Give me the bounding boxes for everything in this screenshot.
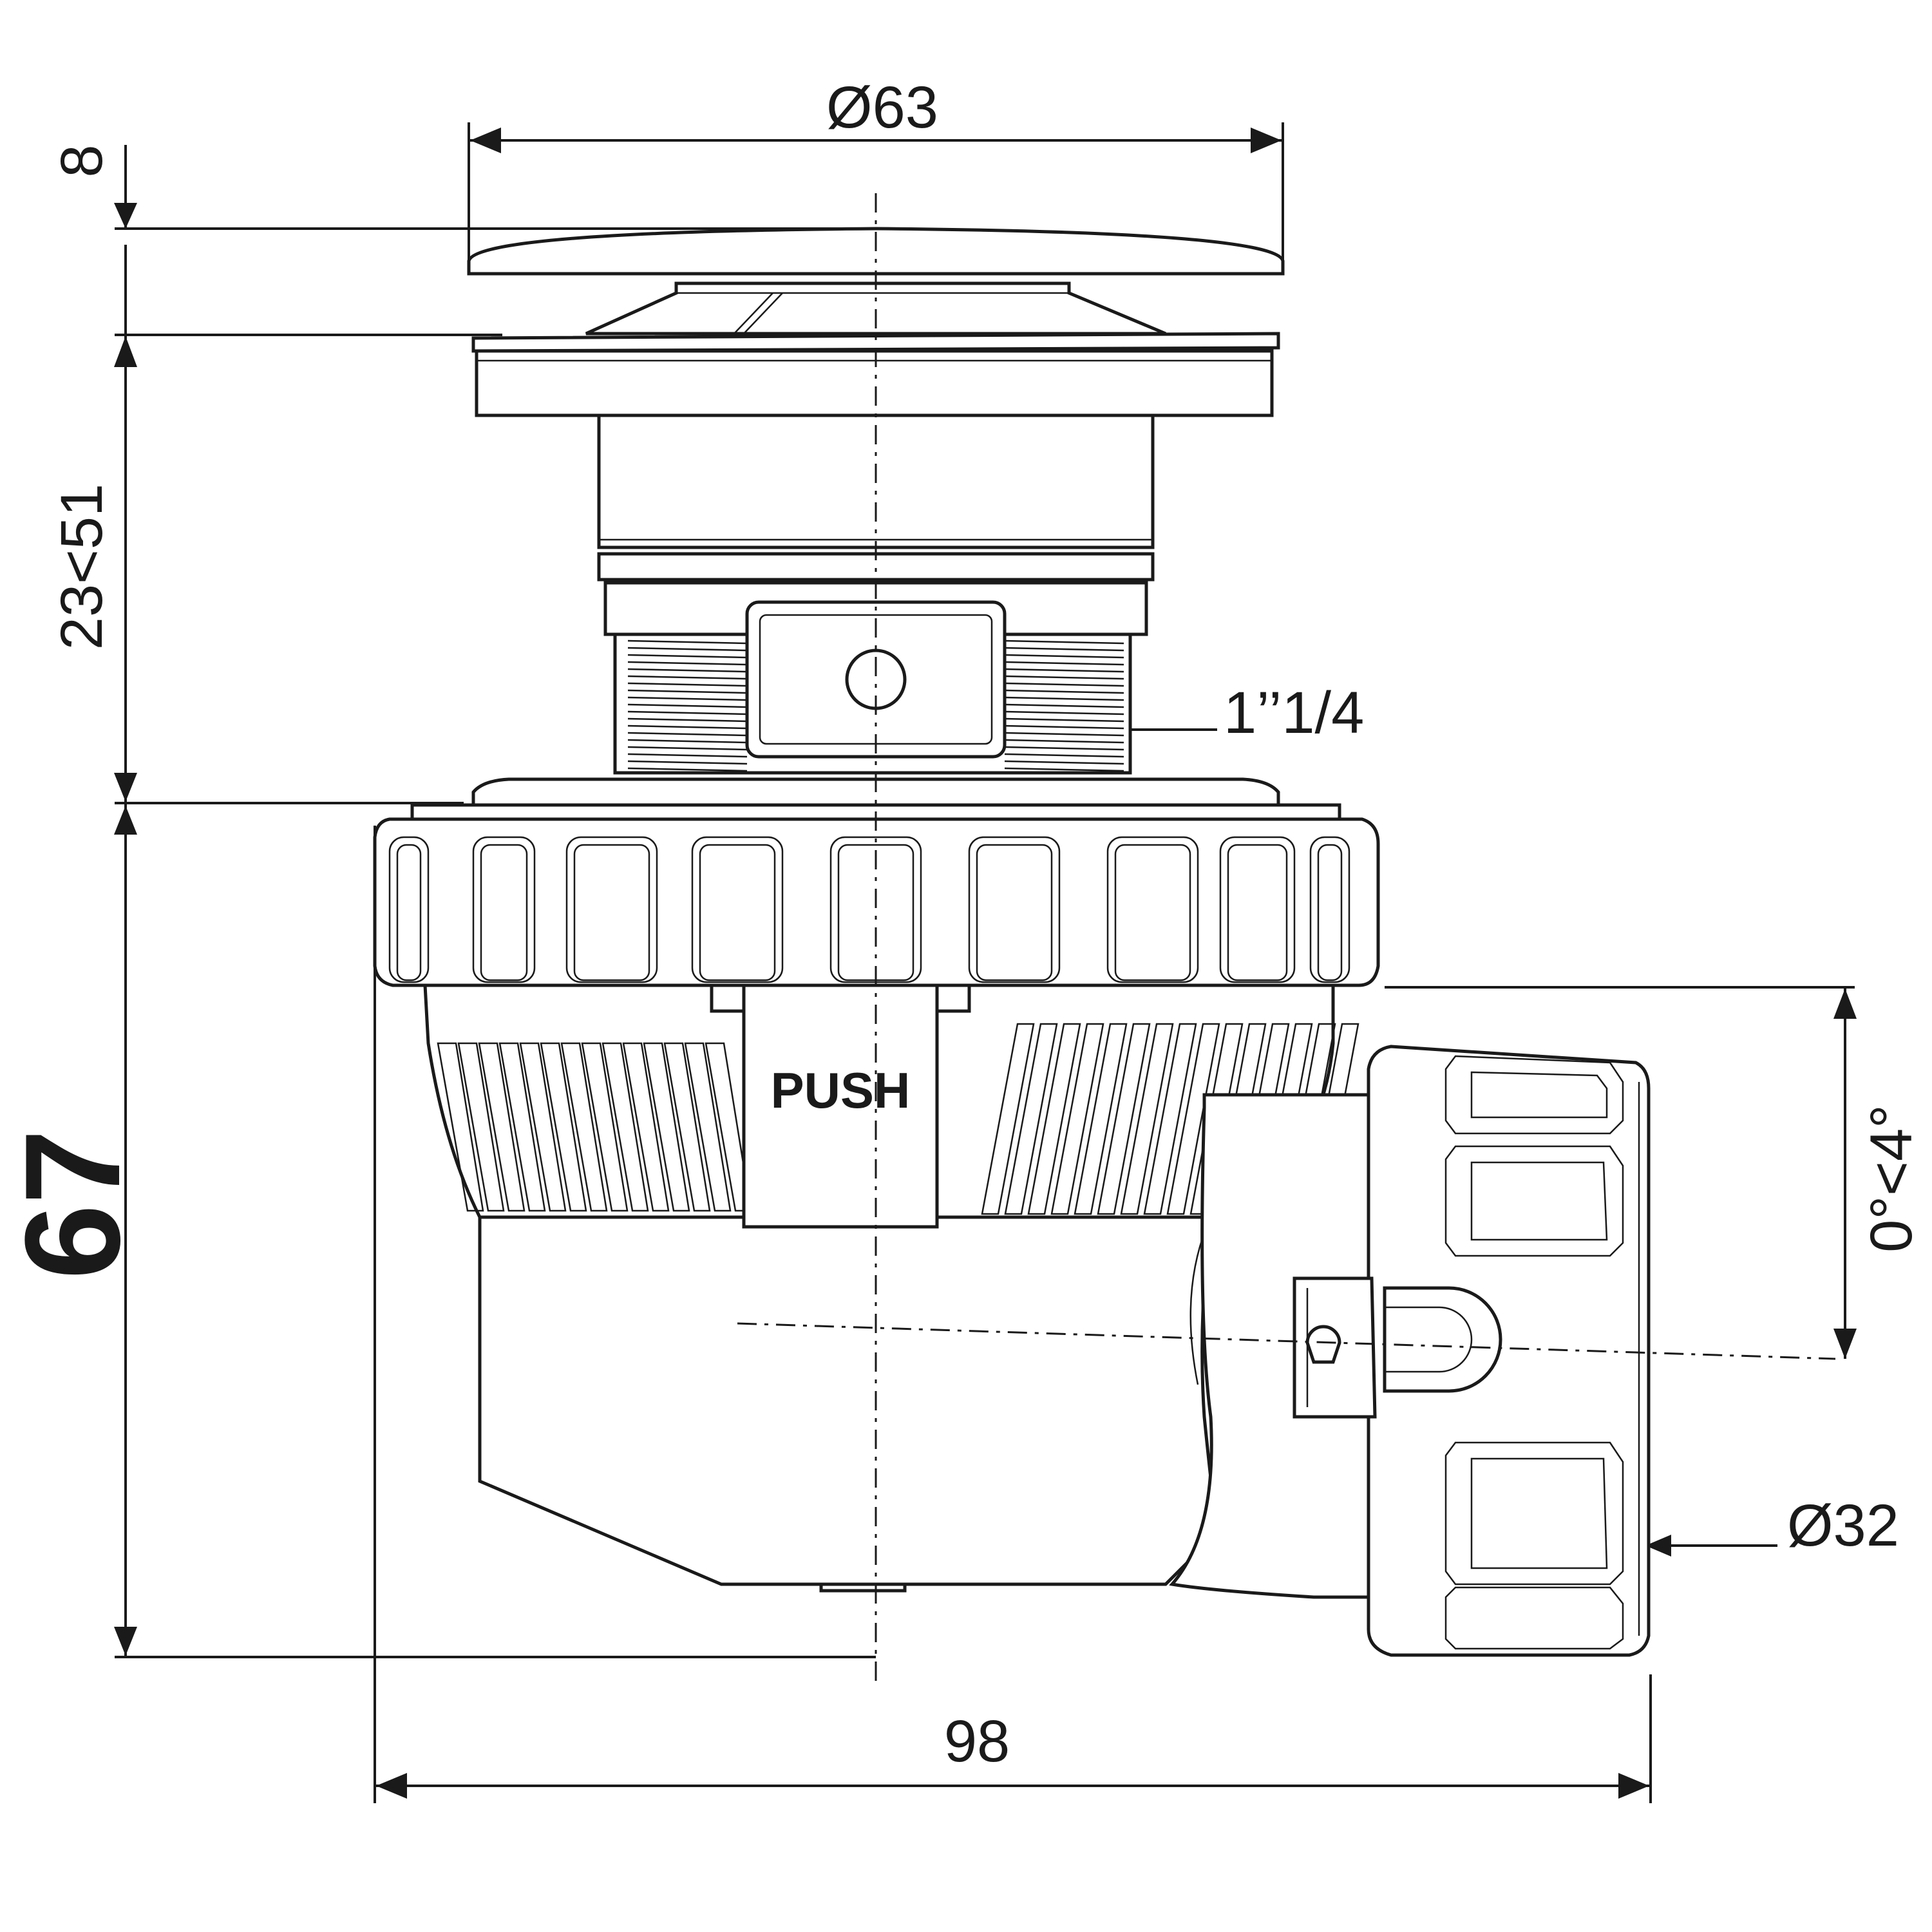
thread-line	[627, 739, 748, 744]
thread-size-label: 1’’1/4	[1224, 680, 1364, 746]
nut-rib-inner	[1114, 844, 1191, 981]
nut-rib	[1309, 836, 1350, 983]
thread-line	[1004, 654, 1124, 659]
nut-rib-inner	[1317, 844, 1343, 981]
cap-diameter-label: Ø63	[826, 75, 938, 140]
thread-line	[1004, 647, 1124, 652]
thread-line	[627, 724, 748, 730]
nut-rib-inner	[699, 844, 776, 981]
cone-rib	[478, 1042, 526, 1212]
thread-line	[627, 696, 748, 701]
cone-rib	[1120, 1023, 1174, 1215]
nut-rib	[472, 836, 536, 983]
cone-rib	[498, 1042, 546, 1212]
thread-line	[1004, 696, 1124, 701]
cone-rib	[684, 1042, 732, 1212]
adjust-range-label: 23<51	[49, 484, 115, 650]
thread-line	[1004, 710, 1124, 715]
drain-body	[373, 227, 1651, 1657]
cone-rib	[981, 1023, 1035, 1215]
cone-rib	[581, 1042, 629, 1212]
thread-line	[627, 639, 748, 645]
dimension-lines	[114, 122, 1857, 1803]
thread-line	[627, 732, 748, 737]
nut-rib-inner	[1227, 844, 1288, 981]
thread-line	[1004, 732, 1124, 737]
thread-line	[627, 760, 748, 765]
nut-rib-inner	[396, 844, 422, 981]
thread-line	[627, 675, 748, 680]
total-width-label: 98	[944, 1709, 1010, 1774]
cone-rib	[1027, 1023, 1081, 1215]
nut-rib	[968, 836, 1061, 983]
cone-rib	[643, 1042, 690, 1212]
outlet-diameter-label: Ø32	[1787, 1493, 1899, 1558]
outlet-angle-label: 0°<4°	[1859, 1104, 1924, 1253]
cone-rib	[1050, 1023, 1104, 1215]
thread-line	[627, 703, 748, 708]
thread-line	[1004, 639, 1124, 645]
total-height-label: 67	[0, 1129, 148, 1280]
cone-rib	[622, 1042, 670, 1212]
cone-rib	[1166, 1023, 1220, 1215]
thread-line	[627, 767, 748, 772]
nut-rib	[1219, 836, 1296, 983]
nut-rib	[388, 836, 430, 983]
thread-line	[1004, 675, 1124, 680]
cone-rib	[519, 1042, 567, 1212]
outlet-nut-lugs	[1444, 1055, 1640, 1650]
cap-height-label: 8	[49, 144, 115, 177]
thread-line	[627, 689, 748, 694]
thread-line	[1004, 703, 1124, 708]
cone-rib	[1004, 1023, 1058, 1215]
cone-rib	[1097, 1023, 1151, 1215]
thread-line	[1004, 724, 1124, 730]
nut-rib-inner	[573, 844, 650, 981]
thread-line	[1004, 739, 1124, 744]
thread-line	[627, 717, 748, 723]
nut-rib-inner	[976, 844, 1053, 981]
thread-line	[627, 661, 748, 666]
cone-rib	[540, 1042, 587, 1212]
thread-lines	[627, 639, 1124, 772]
nut-rib	[565, 836, 658, 983]
thread-line	[1004, 717, 1124, 723]
cone-rib	[601, 1042, 649, 1212]
thread-line	[627, 710, 748, 715]
cone-rib	[1143, 1023, 1197, 1215]
thread-line	[627, 654, 748, 659]
thread-line	[627, 647, 748, 652]
thread-line	[1004, 661, 1124, 666]
thread-line	[627, 746, 748, 751]
nut-rib	[691, 836, 784, 983]
thread-line	[1004, 746, 1124, 751]
cone-rib	[1074, 1023, 1128, 1215]
nut-rib-inner	[480, 844, 528, 981]
thread-line	[627, 682, 748, 687]
thread-line	[1004, 753, 1124, 758]
cone-rib	[663, 1042, 711, 1212]
thread-line	[1004, 682, 1124, 687]
thread-line	[1004, 760, 1124, 765]
thread-line	[627, 668, 748, 673]
thread-line	[627, 753, 748, 758]
cone-ribs	[437, 1023, 1359, 1215]
push-button: PUSH	[710, 983, 971, 1229]
cone-rib	[437, 1042, 484, 1212]
nut-rib	[1106, 836, 1199, 983]
thread-line	[1004, 689, 1124, 694]
cone-rib	[457, 1042, 505, 1212]
cone-rib	[560, 1042, 608, 1212]
nut-ribs	[388, 836, 1350, 983]
thread-line	[1004, 668, 1124, 673]
thread-line	[1004, 767, 1124, 772]
push-label: PUSH	[771, 1062, 911, 1119]
outlet-centerline	[737, 1322, 1836, 1360]
